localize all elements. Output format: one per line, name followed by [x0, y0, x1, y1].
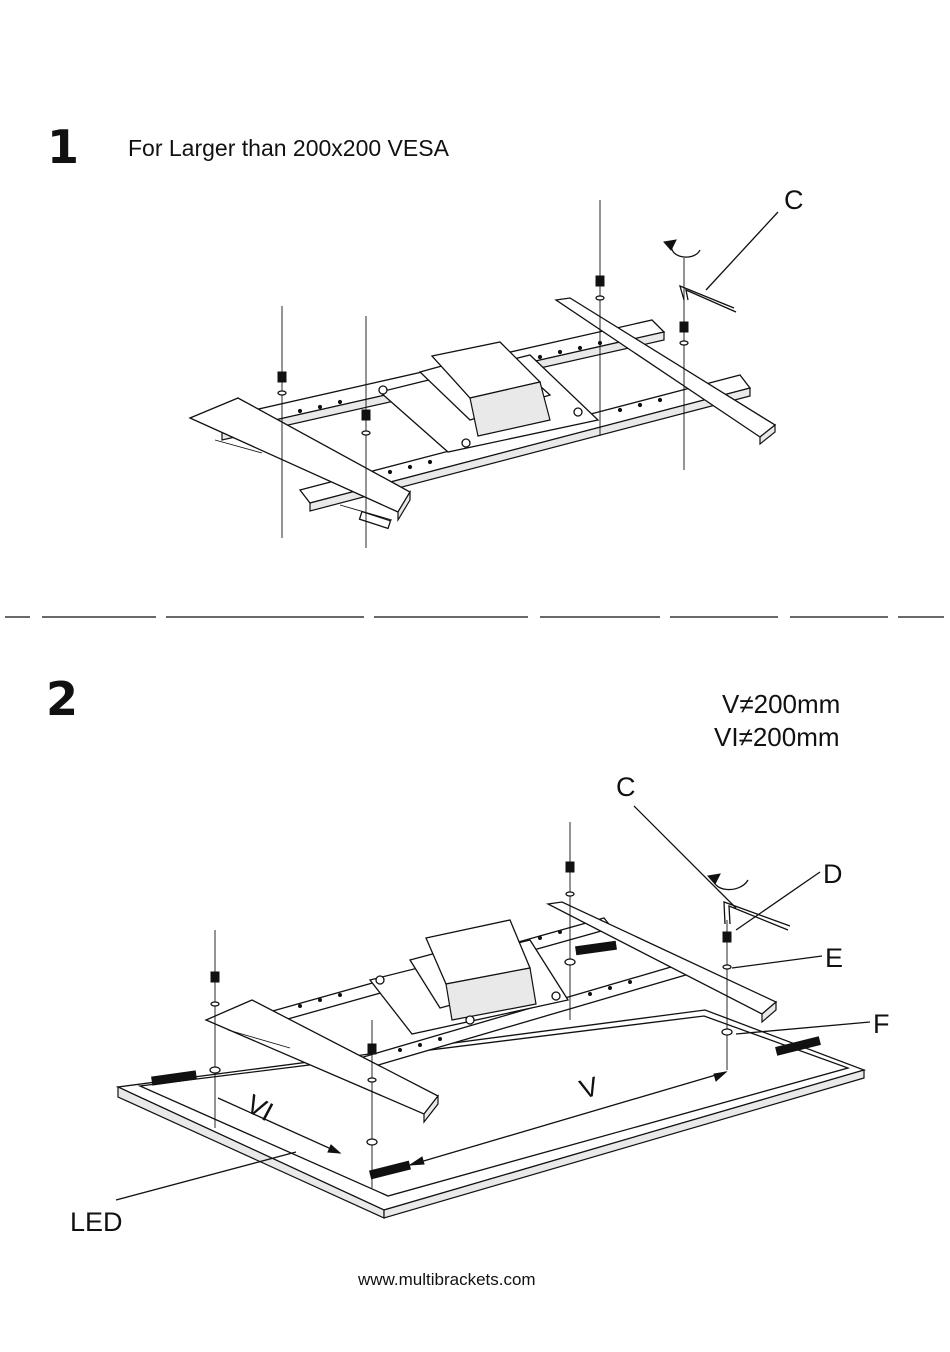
step-2-rotation-arrow	[708, 874, 748, 890]
spec-vi: VI≠200mm	[714, 721, 840, 753]
spec-v: V≠200mm	[722, 688, 840, 720]
footer-url[interactable]: www.multibrackets.com	[358, 1270, 536, 1290]
step-1-rotation-arrow	[664, 240, 700, 257]
step-2-number: 2	[46, 676, 78, 722]
step-1-hex-key	[680, 212, 778, 312]
led-label: LED	[70, 1208, 123, 1236]
step-2-label-e: E	[825, 944, 843, 972]
step-2-label-d: D	[823, 860, 843, 888]
step-1-drawing	[190, 200, 778, 548]
step-2-label-f: F	[873, 1010, 890, 1038]
step-2-drawing	[116, 806, 870, 1218]
step-2-label-c: C	[616, 773, 636, 801]
